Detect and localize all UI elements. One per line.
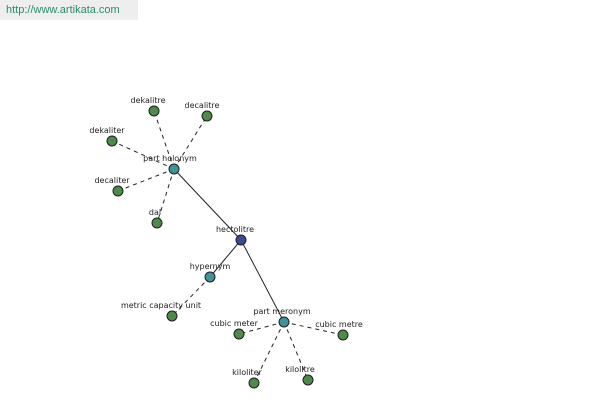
labels-layer: hectolitre part holonym hypernym part meron… <box>89 96 362 377</box>
node-label-kilolitre: kilolitre <box>285 365 315 374</box>
edge-part-holonym-to-decalitre <box>173 115 208 170</box>
node-cubic-metre[interactable] <box>337 329 349 341</box>
node-metric-capacity-unit[interactable] <box>166 310 178 322</box>
node-kiloliter[interactable] <box>248 377 260 389</box>
edge-part-holonym-to-dal <box>156 168 175 224</box>
node-label-dal: dal <box>149 208 161 217</box>
edge-part-meronym-to-kiloliter <box>253 321 285 384</box>
node-label-decaliter: decaliter <box>94 176 130 185</box>
node-label-hypernym: hypernym <box>190 262 231 271</box>
node-label-kiloliter: kiloliter <box>232 368 262 377</box>
node-label-decalitre: decalitre <box>185 101 220 110</box>
node-kilolitre[interactable] <box>302 374 314 386</box>
edge-part-meronym-to-cubic-metre <box>283 321 344 336</box>
node-label-hectolitre: hectolitre <box>216 225 254 234</box>
edge-hectolitre-to-part-holonym <box>173 168 242 241</box>
node-hypernym[interactable] <box>204 271 216 283</box>
source-link[interactable]: http://www.artikata.com <box>6 4 120 16</box>
edge-hectolitre-to-part-meronym <box>240 239 285 323</box>
edge-part-meronym-to-kilolitre <box>283 321 309 381</box>
node-cubic-meter[interactable] <box>233 328 245 340</box>
node-decalitre[interactable] <box>201 110 213 122</box>
nodes-layer <box>106 105 349 389</box>
edge-part-holonym-to-dekalitre <box>153 110 175 170</box>
edge-part-holonym-to-decaliter <box>117 168 175 192</box>
source-link-bar: http://www.artikata.com <box>0 0 138 20</box>
node-label-part-meronym: part meronym <box>253 307 310 316</box>
node-dekalitre[interactable] <box>148 105 160 117</box>
node-label-cubic-meter: cubic meter <box>210 319 258 328</box>
node-dal[interactable] <box>151 217 163 229</box>
node-part-holonym[interactable] <box>168 163 180 175</box>
node-part-meronym[interactable] <box>278 316 290 328</box>
edges-layer <box>111 110 344 384</box>
edge-hectolitre-to-hypernym <box>209 239 242 278</box>
edge-part-holonym-to-dekaliter <box>111 140 175 170</box>
node-label-dekaliter: dekaliter <box>89 126 125 135</box>
node-label-part-holonym: part holonym <box>143 154 197 163</box>
node-label-metric-capacity-unit: metric capacity unit <box>121 301 201 310</box>
node-label-dekalitre: dekalitre <box>130 96 165 105</box>
edge-hypernym-to-metric-capacity-unit <box>171 276 211 317</box>
node-decaliter[interactable] <box>112 185 124 197</box>
node-dekaliter[interactable] <box>106 135 118 147</box>
node-hectolitre[interactable] <box>235 234 247 246</box>
node-label-cubic-metre: cubic metre <box>315 320 363 329</box>
